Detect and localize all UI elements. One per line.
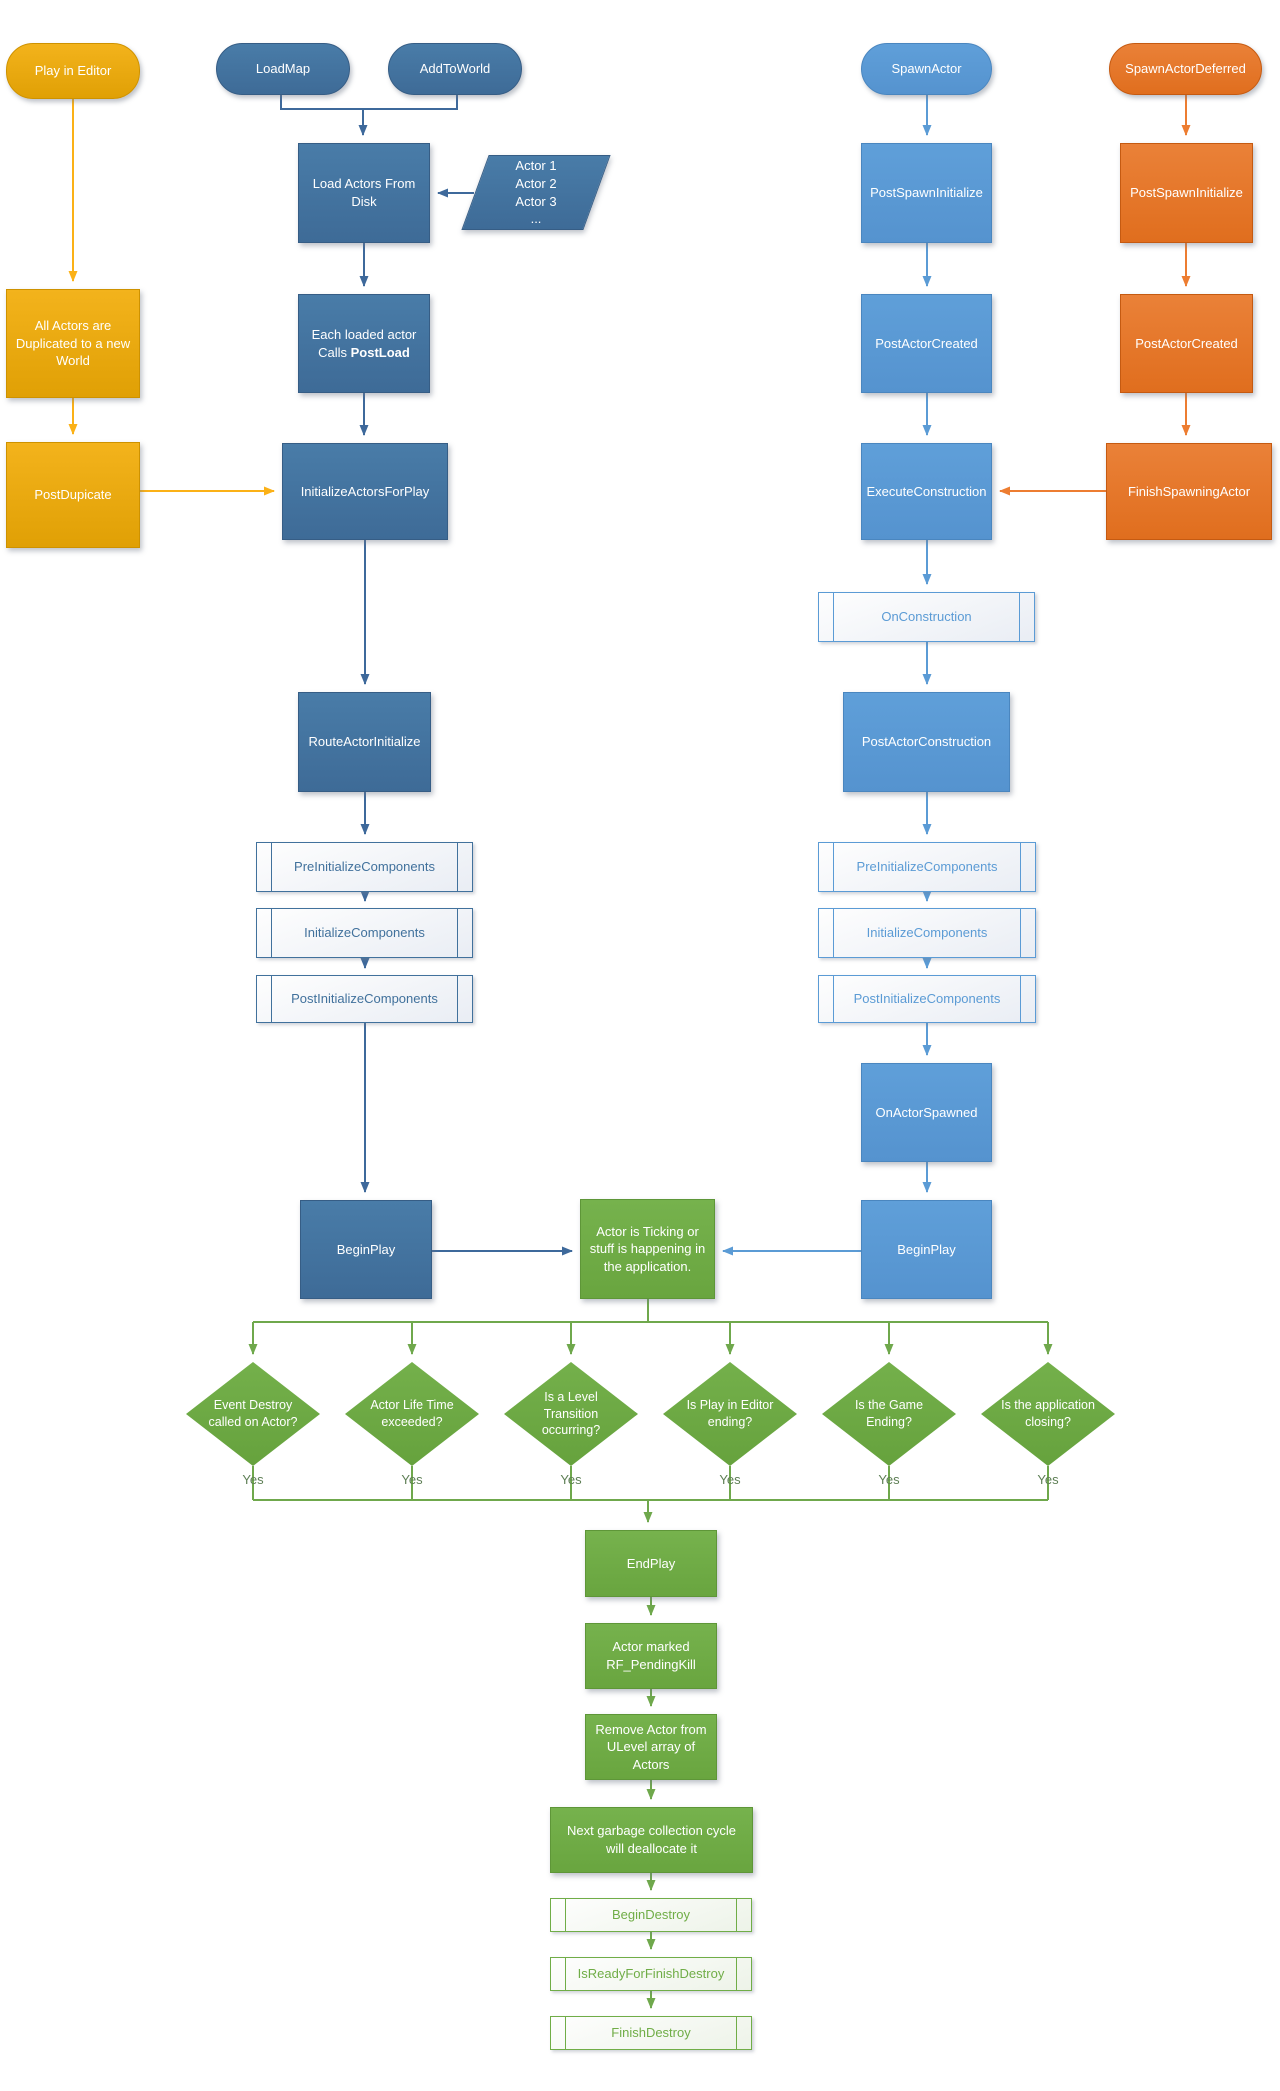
node-all-actors-duplicated: All Actors are Duplicated to a new World	[6, 289, 140, 398]
node-postactorcreated-blue: PostActorCreated	[861, 294, 992, 393]
yes-label: Yes	[242, 1472, 264, 1487]
yes-label: Yes	[719, 1472, 741, 1487]
connectors-yellow	[68, 99, 275, 496]
node-onconstruction: OnConstruction	[818, 592, 1035, 642]
node-preinitializecomponents-left: PreInitializeComponents	[256, 842, 473, 892]
node-play-in-editor: Play in Editor	[6, 43, 140, 99]
node-actor-marked-pendingkill: Actor marked RF_PendingKill	[585, 1623, 717, 1689]
node-postinitializecomponents-right: PostInitializeComponents	[818, 975, 1036, 1023]
node-beginplay-left: BeginPlay	[300, 1200, 432, 1299]
node-postinitializecomponents-left: PostInitializeComponents	[256, 975, 473, 1023]
yes-label: Yes	[401, 1472, 423, 1487]
connectors-light-blue	[722, 95, 932, 1256]
node-remove-actor: Remove Actor from ULevel array of Actors	[585, 1714, 717, 1780]
node-addtoworld: AddToWorld	[388, 43, 522, 95]
node-routeactorinitialize: RouteActorInitialize	[298, 692, 431, 792]
node-postspawninitialize-blue: PostSpawnInitialize	[861, 143, 992, 243]
node-isreadyforfinishdestroy: IsReadyForFinishDestroy	[550, 1957, 752, 1991]
node-endplay: EndPlay	[585, 1530, 717, 1597]
node-initializecomponents-left: InitializeComponents	[256, 908, 473, 958]
node-preinitializecomponents-right: PreInitializeComponents	[818, 842, 1036, 892]
yes-label: Yes	[878, 1472, 900, 1487]
connectors-orange	[999, 95, 1191, 496]
node-postactorconstruction: PostActorConstruction	[843, 692, 1010, 792]
node-postspawninitialize-orange: PostSpawnInitialize	[1120, 143, 1253, 243]
node-begindestroy: BeginDestroy	[550, 1898, 752, 1932]
node-spawnactor: SpawnActor	[861, 43, 992, 95]
node-initializecomponents-right: InitializeComponents	[818, 908, 1036, 958]
node-loadmap: LoadMap	[216, 43, 350, 95]
connectors-dark-blue	[280, 95, 573, 1256]
node-load-actors-from-disk: Load Actors From Disk	[298, 143, 430, 243]
node-postactorcreated-orange: PostActorCreated	[1120, 294, 1253, 393]
node-next-garbage-collection: Next garbage collection cycle will deall…	[550, 1807, 753, 1873]
node-actor-ticking: Actor is Ticking or stuff is happening i…	[580, 1199, 715, 1299]
yes-label: Yes	[560, 1472, 582, 1487]
node-finishdestroy: FinishDestroy	[550, 2016, 752, 2050]
node-postdupicate: PostDupicate	[6, 442, 140, 548]
node-onactorspawned: OnActorSpawned	[861, 1063, 992, 1162]
yes-label: Yes	[1037, 1472, 1059, 1487]
node-finishspawningactor: FinishSpawningActor	[1106, 443, 1272, 540]
node-beginplay-right: BeginPlay	[861, 1200, 992, 1299]
node-executeconstruction: ExecuteConstruction	[861, 443, 992, 540]
node-initializeactorsforplay: InitializeActorsForPlay	[282, 443, 448, 540]
actor-list-text: Actor 1 Actor 2 Actor 3 ...	[515, 158, 557, 227]
node-spawnactordeferred: SpawnActorDeferred	[1109, 43, 1262, 95]
connectors-green	[248, 1299, 1053, 2009]
